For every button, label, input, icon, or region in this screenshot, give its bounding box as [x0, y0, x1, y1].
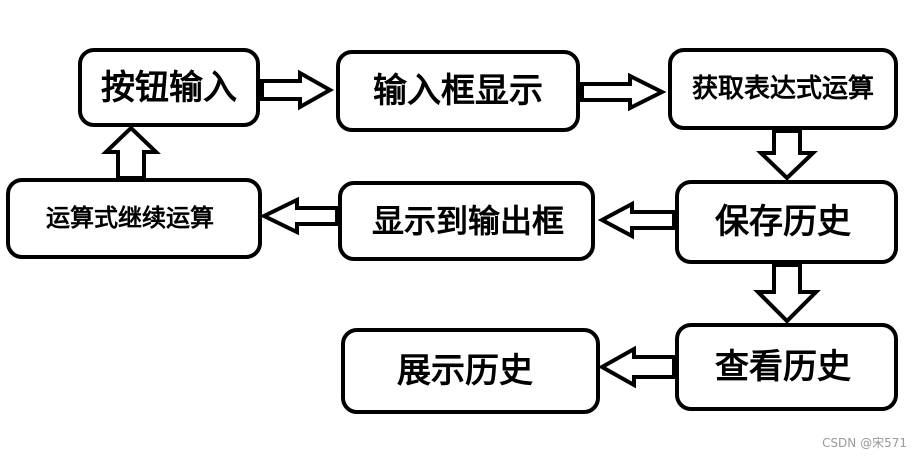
node-get-expression-label: 获取表达式运算 — [692, 73, 874, 104]
watermark: CSDN @宋571 — [822, 436, 907, 450]
node-view-history: 查看历史 — [675, 323, 898, 411]
node-save-history: 保存历史 — [675, 180, 898, 264]
arrow-down-icon — [753, 263, 821, 324]
arrow-right-icon — [260, 69, 335, 111]
node-input-display-label: 输入框显示 — [373, 71, 543, 111]
node-show-history-label: 展示历史 — [397, 351, 533, 391]
arrow-left-icon — [259, 196, 339, 236]
node-show-output-label: 显示到输出框 — [372, 202, 564, 240]
node-show-output: 显示到输出框 — [338, 181, 595, 261]
arrow-left-icon — [597, 345, 676, 389]
node-button-input: 按钮输入 — [78, 48, 260, 127]
node-continue-calc: 运算式继续运算 — [6, 178, 262, 259]
arrow-up-icon — [101, 125, 161, 180]
node-input-display: 输入框显示 — [336, 50, 580, 132]
arrow-down-icon — [756, 129, 818, 181]
node-continue-calc-label: 运算式继续运算 — [46, 204, 214, 232]
node-show-history: 展示历史 — [341, 328, 600, 414]
node-get-expression: 获取表达式运算 — [668, 48, 898, 130]
node-button-input-label: 按钮输入 — [101, 68, 237, 108]
arrow-left-icon — [597, 200, 676, 240]
node-save-history-label: 保存历史 — [715, 202, 851, 242]
arrow-right-icon — [580, 72, 667, 112]
node-view-history-label: 查看历史 — [715, 347, 851, 387]
